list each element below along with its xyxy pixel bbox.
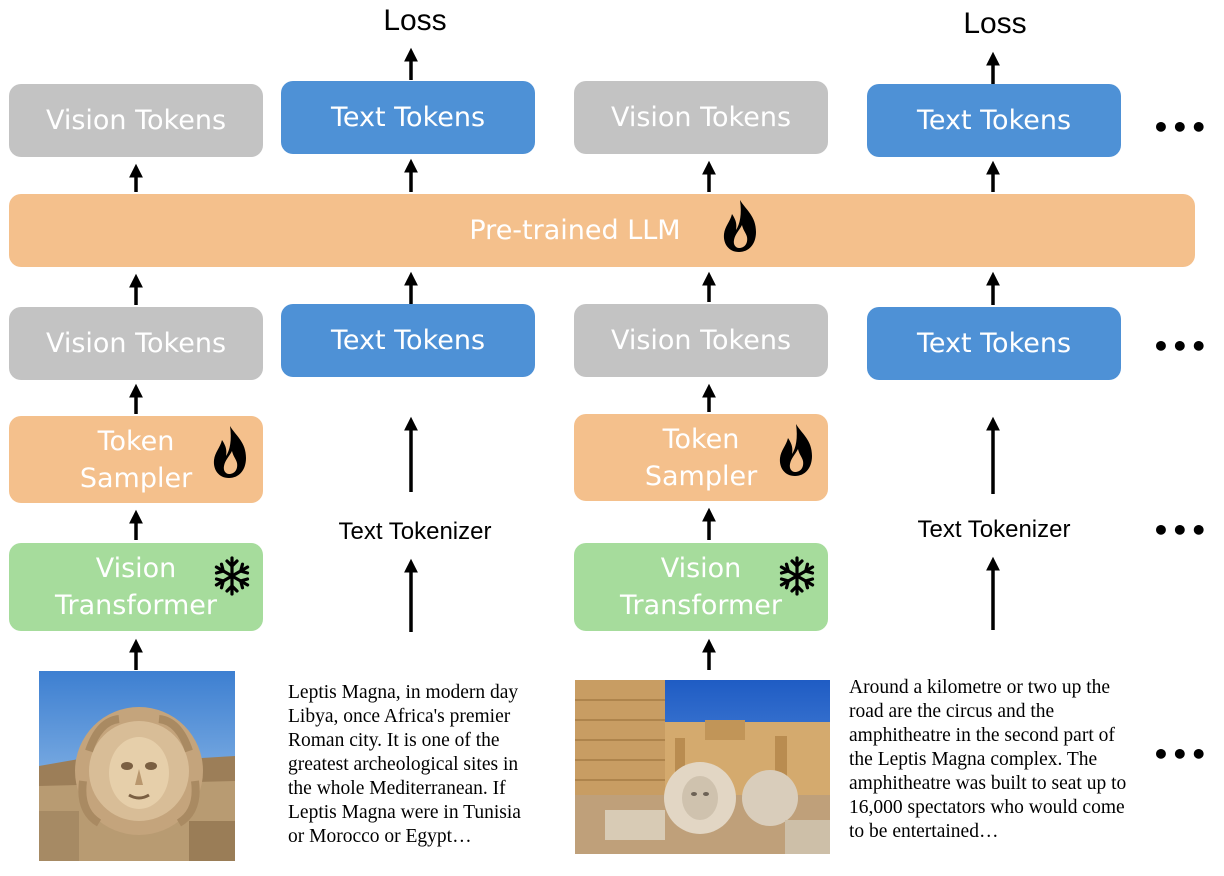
vision-tokens-label: Vision Tokens bbox=[45, 105, 227, 136]
caption-line: Leptis Magna, in modern day bbox=[288, 682, 519, 703]
vision-tokens-output-1: Vision Tokens bbox=[9, 84, 263, 157]
token-sampler-label-line1: Token bbox=[97, 425, 175, 457]
caption-line: Roman city. It is one of the bbox=[288, 730, 500, 751]
caption-line: Leptis Magna were in Tunisia bbox=[288, 802, 521, 823]
fire-icon bbox=[723, 200, 756, 252]
snowflake-icon bbox=[779, 556, 815, 596]
caption-line: or Morocco or Egypt… bbox=[288, 826, 472, 847]
vision-transformer-label-line1: Vision bbox=[95, 553, 177, 584]
ellipsis-bottom: ••• bbox=[1152, 738, 1209, 771]
text-tokens-output-1: Text Tokens bbox=[281, 81, 535, 154]
medusa-carving-photo-1 bbox=[39, 671, 235, 861]
ellipsis-top: ••• bbox=[1152, 111, 1209, 144]
text-tokens-output-2: Text Tokens bbox=[867, 84, 1121, 157]
ellipsis-middle: ••• bbox=[1152, 330, 1209, 363]
caption-line: Around a kilometre or two up the bbox=[849, 677, 1111, 698]
llm-label: Pre-trained LLM bbox=[469, 215, 681, 246]
text-tokenizer-1: Text Tokenizer bbox=[338, 518, 492, 545]
caption-2: Around a kilometre or two up the road ar… bbox=[849, 676, 1126, 844]
fire-icon bbox=[213, 426, 246, 478]
vision-tokens-input-1: Vision Tokens bbox=[9, 307, 263, 380]
loss-label-2: Loss bbox=[963, 7, 1027, 40]
caption-line: the Leptis Magna complex. The bbox=[849, 749, 1098, 770]
token-sampler-label-line2: Sampler bbox=[644, 460, 758, 492]
fire-icon bbox=[779, 424, 812, 476]
ruins-photo-2 bbox=[575, 680, 830, 854]
ellipsis-tokenizer: ••• bbox=[1152, 514, 1209, 547]
text-tokens-label: Text Tokens bbox=[916, 328, 1072, 359]
vision-tokens-output-2: Vision Tokens bbox=[574, 81, 828, 154]
text-tokenizer-2: Text Tokenizer bbox=[917, 516, 1071, 543]
text-tokens-input-1: Text Tokens bbox=[281, 304, 535, 377]
vision-tokens-label: Vision Tokens bbox=[610, 325, 792, 356]
vision-tokens-label: Vision Tokens bbox=[610, 102, 792, 133]
caption-line: greatest archeological sites in bbox=[288, 754, 519, 775]
caption-line: the whole Mediterranean. If bbox=[288, 778, 506, 799]
snowflake-icon bbox=[214, 556, 250, 596]
caption-line: amphitheatre was built to seat up to bbox=[849, 773, 1127, 794]
caption-line: to be entertained… bbox=[849, 821, 999, 842]
caption-line: road are the circus and the bbox=[849, 701, 1055, 722]
pretrained-llm: Pre-trained LLM bbox=[9, 194, 1195, 267]
token-sampler-label-line1: Token bbox=[662, 423, 740, 455]
vision-tokens-label: Vision Tokens bbox=[45, 328, 227, 359]
loss-label-1: Loss bbox=[383, 4, 447, 37]
caption-line: amphitheatre in the second part of bbox=[849, 725, 1115, 746]
token-sampler-label-line2: Sampler bbox=[79, 462, 193, 494]
caption-1: Leptis Magna, in modern day Libya, once … bbox=[288, 681, 521, 849]
text-tokens-label: Text Tokens bbox=[916, 105, 1072, 136]
text-tokens-label: Text Tokens bbox=[330, 325, 486, 356]
caption-line: Libya, once Africa's premier bbox=[288, 706, 511, 727]
vision-transformer-label-line1: Vision bbox=[660, 553, 742, 584]
text-tokens-label: Text Tokens bbox=[330, 102, 486, 133]
text-tokens-input-2: Text Tokens bbox=[867, 307, 1121, 380]
vision-transformer-label-line2: Transformer bbox=[619, 590, 782, 621]
caption-line: 16,000 spectators who would come bbox=[849, 797, 1125, 818]
vision-tokens-input-2: Vision Tokens bbox=[574, 304, 828, 377]
vision-transformer-label-line2: Transformer bbox=[54, 590, 217, 621]
